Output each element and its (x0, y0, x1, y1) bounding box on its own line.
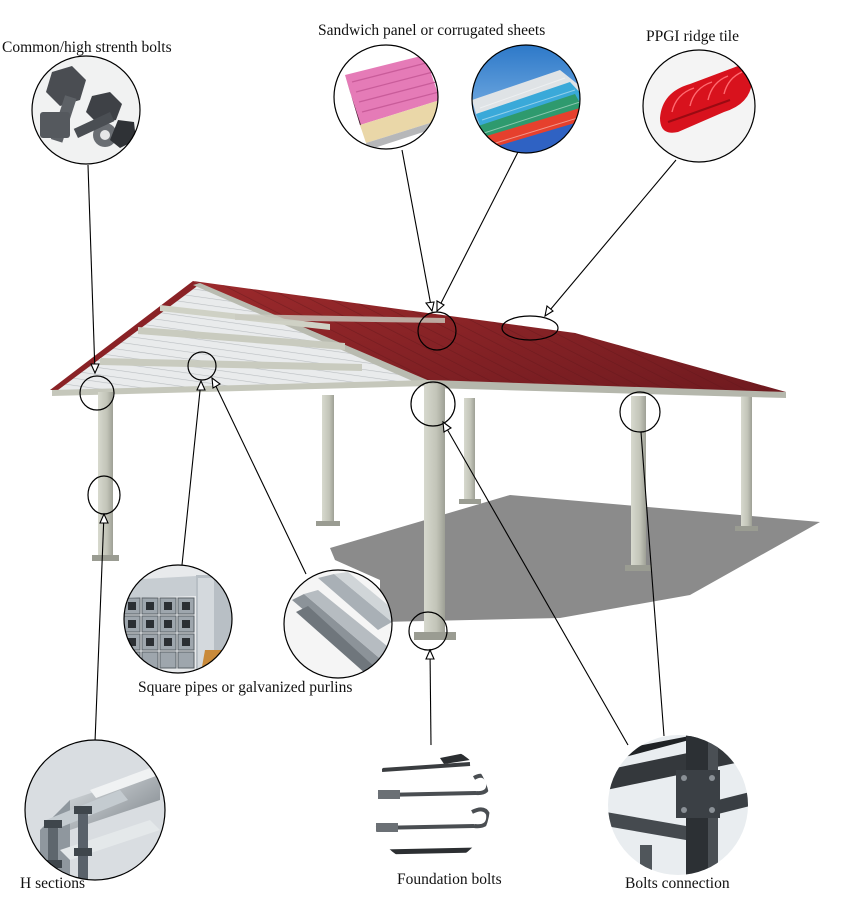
leader-purlin (211, 377, 307, 575)
front-column-left-base (92, 555, 119, 561)
label-bolts-connection: Bolts connection (625, 875, 730, 892)
label-sheets: Sandwich panel or corrugated sheets (318, 22, 546, 39)
leader-ridge (544, 159, 677, 317)
ridge-tile-photo (642, 49, 756, 163)
side-beam-front (52, 380, 430, 396)
marker-center-top (410, 381, 456, 427)
z-purlin-photo (283, 569, 393, 679)
arrow-connection (442, 420, 452, 433)
label-purlins: Square pipes or galvanized purlins (138, 679, 353, 696)
label-foundation-bolts: Foundation bolts (397, 871, 502, 888)
callout-markers (79, 311, 661, 651)
marker-ridge (501, 315, 559, 341)
back-column-right (741, 397, 752, 529)
leader-hsection (94, 513, 105, 743)
arrow-bolts (90, 363, 100, 375)
leader-lines (87, 149, 677, 747)
label-h-sections: H sections (20, 875, 86, 892)
back-column-left-base (316, 521, 340, 526)
back-column-left (322, 395, 334, 525)
back-column-mid-base (459, 499, 481, 504)
marker-base (408, 611, 448, 651)
arrow-purlin (211, 376, 221, 389)
purlin-beam-2 (100, 358, 362, 371)
hex-bolts-photo (31, 55, 141, 165)
leader-sandwich (401, 149, 433, 312)
front-column-left (98, 392, 113, 558)
ground-shadow (330, 495, 820, 622)
back-column-mid (464, 398, 475, 502)
marker-purlin (187, 351, 217, 381)
sandwich-panel-photo (333, 44, 439, 150)
arrow-sheets (424, 301, 435, 313)
front-column-center (424, 384, 445, 636)
corrugated-sheets-photo (471, 44, 581, 154)
arrow-h (99, 512, 109, 524)
leader-corrugated (436, 151, 519, 312)
back-column-right-base (735, 526, 758, 531)
foundation-bolts-photo (370, 745, 490, 865)
steel-shelter (50, 281, 820, 640)
front-column-center-base (414, 632, 456, 640)
leader-foundation (429, 649, 432, 747)
marker-bolt-joint (79, 375, 115, 411)
arrow-corr (436, 300, 445, 313)
arrow-foundation (425, 648, 435, 660)
label-bolts: Common/high strenth bolts (2, 39, 172, 56)
leader-connection-center (442, 421, 629, 746)
leader-pipes (181, 380, 202, 566)
arrow-pipes (196, 379, 206, 391)
label-ridge-tile: PPGI ridge tile (646, 28, 739, 45)
leader-bolts (87, 164, 96, 374)
eave-beam-right (430, 380, 786, 398)
front-column-right (631, 396, 646, 568)
marker-roof-sheet (417, 311, 457, 351)
arrow-ridge (544, 304, 554, 318)
square-pipes-photo (123, 564, 233, 674)
h-beam-photo (24, 739, 166, 881)
marker-right-top (619, 391, 661, 433)
front-column-right-base (625, 565, 652, 571)
leader-arrowheads (90, 300, 554, 660)
leader-connection-right (640, 431, 665, 737)
purlin-beam-4 (235, 314, 445, 323)
main-rafter (193, 283, 432, 386)
red-roof-slope-ribs (193, 281, 786, 392)
purlin-beam-1 (138, 327, 345, 350)
bolted-joint-photo (608, 735, 748, 875)
